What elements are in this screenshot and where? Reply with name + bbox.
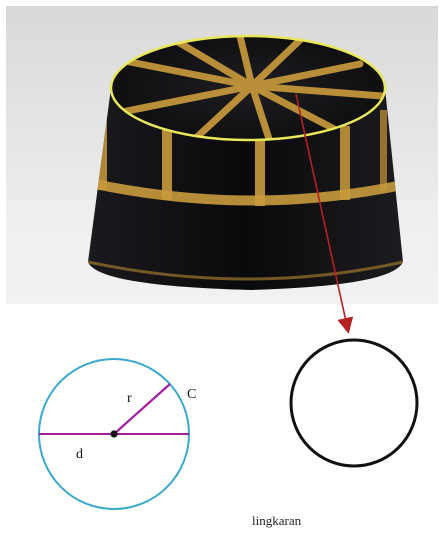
circumference-label: C [187,387,196,402]
circle-diagram: r C d [39,359,196,509]
cap-photo [6,6,438,304]
gold-stripe [340,126,350,200]
diameter-label: d [76,447,83,462]
gold-stripe [162,130,172,200]
center-point [110,430,117,437]
caption: lingkaran [252,513,302,528]
plain-circle [291,340,417,466]
gold-stripe [380,110,387,190]
radius-label: r [127,391,132,406]
cap-top [111,36,385,142]
radius-line [114,384,170,434]
